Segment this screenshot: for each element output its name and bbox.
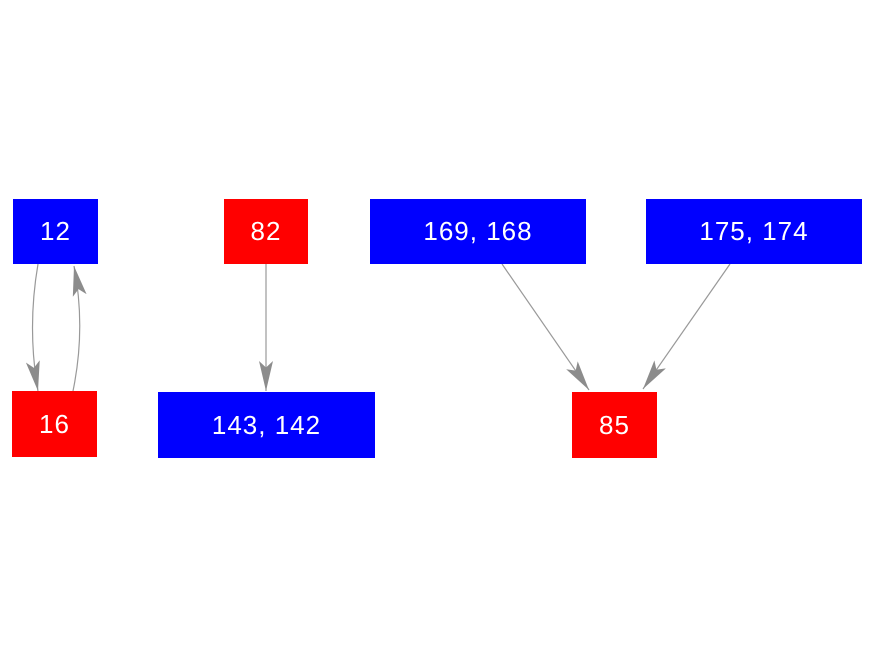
node-175-174-label: 175, 174 (699, 216, 809, 246)
node-175-174: 175, 174 (646, 199, 862, 264)
node-12: 12 (13, 199, 98, 264)
node-169-168-label: 169, 168 (423, 216, 533, 246)
node-85: 85 (572, 392, 657, 458)
node-82-label: 82 (250, 216, 282, 246)
node-169-168: 169, 168 (370, 199, 586, 264)
node-16-label: 16 (39, 408, 70, 439)
node-82: 82 (224, 199, 308, 264)
node-143-142-label: 143, 142 (211, 409, 322, 440)
edge-169-168-to-85 (501, 263, 590, 391)
node-143-142: 143, 142 (158, 392, 375, 458)
edge-16-to-12 (72, 265, 87, 392)
edge-12-to-16 (25, 263, 40, 392)
node-12-label: 12 (40, 216, 71, 246)
node-16: 16 (12, 391, 97, 457)
edge-175-174-to-85 (642, 263, 731, 390)
node-85-label: 85 (599, 409, 630, 440)
